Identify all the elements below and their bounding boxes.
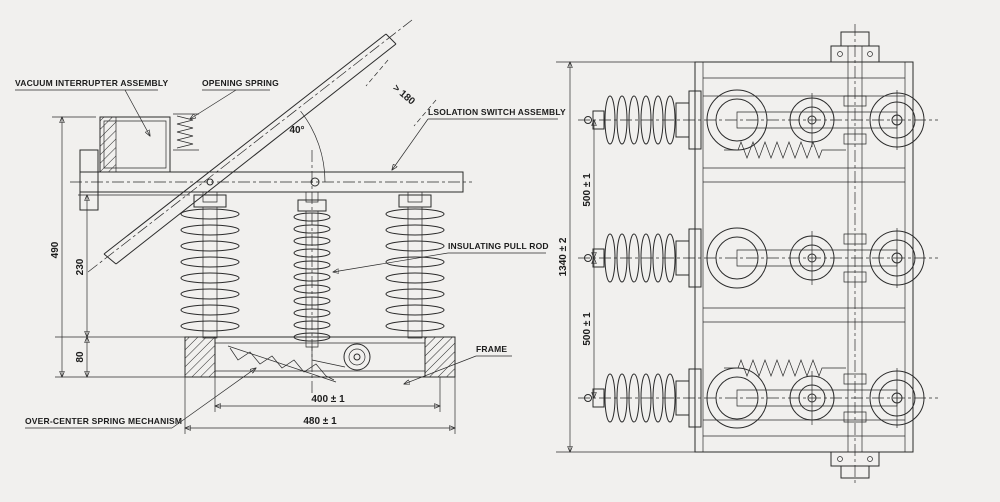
main-beam: [70, 172, 472, 192]
label-over-center-spring-mechanism: OVER-CENTER SPRING MECHANISM: [25, 416, 182, 426]
pole-assembly-middle: [577, 227, 939, 289]
dim-400: 400 ± 1: [311, 394, 345, 405]
pole-assembly-bottom: [577, 367, 939, 429]
dim-230: 230: [75, 258, 86, 275]
dim-80: 80: [75, 351, 86, 363]
label-frame: FRAME: [476, 344, 507, 354]
label-opening-spring: OPENING SPRING: [202, 78, 279, 88]
bottom-dimensions: 400 ± 1 480 ± 1: [185, 377, 455, 434]
dim-clearance-180: > 180: [390, 83, 417, 108]
label-isolation-switch-assembly: LSOLATION SWITCH ASSEMBLY: [428, 107, 566, 117]
switch-blade: [88, 20, 412, 272]
left-dimensions: 490 230 80: [50, 117, 190, 377]
frame-box: [185, 337, 455, 377]
dim-1340: 1340 ± 2: [558, 237, 569, 276]
vacuum-interrupter-housing: [80, 117, 170, 210]
opening-spring-coil: [173, 114, 199, 150]
dim-490: 490: [50, 241, 61, 258]
over-center-spring: [228, 344, 370, 382]
right-dimensions: 1340 ± 2 500 ± 1 500 ± 1: [556, 62, 695, 452]
right-view: 1340 ± 2 500 ± 1 500 ± 1: [556, 24, 939, 486]
dim-angle-40: 40°: [289, 125, 304, 136]
frame-front: [695, 62, 913, 452]
dim-480: 480 ± 1: [303, 416, 337, 427]
right-insulator: [385, 192, 445, 338]
clearance-dim: > 180: [366, 60, 436, 126]
dim-500-upper: 500 ± 1: [582, 173, 593, 207]
blade-angle: 40°: [289, 111, 325, 182]
pole-assembly-top: [577, 89, 939, 151]
operating-shaft: [831, 24, 879, 486]
label-vacuum-interrupter-assembly: VACUUM INTERRUPTER ASSEMBLY: [15, 78, 169, 88]
left-view: 40° > 180: [15, 20, 566, 434]
callouts: VACUUM INTERRUPTER ASSEMBLY OPENING SPRI…: [15, 78, 566, 428]
label-insulating-pull-rod: INSULATING PULL ROD: [448, 241, 549, 251]
left-insulator: [180, 192, 240, 338]
dim-500-lower: 500 ± 1: [582, 312, 593, 346]
